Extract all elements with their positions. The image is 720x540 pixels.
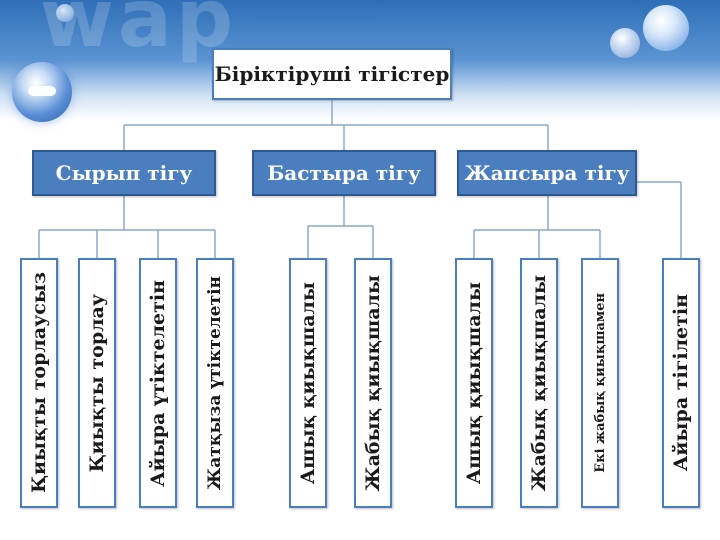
leaf-node-label: Қиықты торлау: [85, 293, 108, 473]
leaf-node: Қиықты торлаусыз: [20, 258, 58, 508]
leaf-node: Жатқыза үтіктелетін: [196, 258, 234, 508]
leaf-node-label: Қиықты торлаусыз: [27, 272, 50, 494]
leaf-node: Жабық қиықшалы: [520, 258, 558, 508]
group-node-syryp: Сырып тігу: [32, 150, 216, 196]
leaf-node: Айыра үтіктелетін: [139, 258, 177, 508]
group-node-label: Жапсыра тігу: [464, 161, 630, 185]
leaf-node-label: Жабық қиықшалы: [361, 274, 384, 492]
group-node-label: Бастыра тігу: [267, 161, 421, 185]
group-node-label: Сырып тігу: [55, 161, 193, 185]
leaf-node-label: Жабық қиықшалы: [527, 274, 550, 492]
leaf-node: Қиықты торлау: [78, 258, 116, 508]
leaf-node-label: Ашық қиықшалы: [462, 281, 485, 485]
leaf-node-label: Жатқыза үтіктелетін: [204, 275, 225, 491]
group-node-bastyra: Бастыра тігу: [252, 150, 436, 196]
root-node-label: Біріктіруші тігістер: [214, 62, 450, 86]
root-node: Біріктіруші тігістер: [212, 48, 452, 100]
sparkle-orb-decoration: [56, 4, 74, 22]
group-node-zhapsyra: Жапсыра тігу: [457, 150, 637, 196]
leaf-node: Екі жабық қиықшамен: [581, 258, 619, 508]
leaf-node: Жабық қиықшалы: [354, 258, 392, 508]
leaf-node-label: Ашық қиықшалы: [296, 281, 319, 485]
sparkle-orb-decoration: [12, 62, 72, 122]
leaf-node-extra: Айыра тігілетін: [662, 258, 700, 508]
leaf-node: Ашық қиықшалы: [455, 258, 493, 508]
sparkle-orb-decoration: [643, 5, 689, 51]
sparkle-orb-decoration: [610, 28, 640, 58]
leaf-node: Ашық қиықшалы: [289, 258, 327, 508]
leaf-node-label: Айыра үтіктелетін: [146, 279, 169, 487]
leaf-node-label: Екі жабық қиықшамен: [592, 293, 608, 473]
leaf-node-label: Айыра тігілетін: [669, 294, 692, 472]
